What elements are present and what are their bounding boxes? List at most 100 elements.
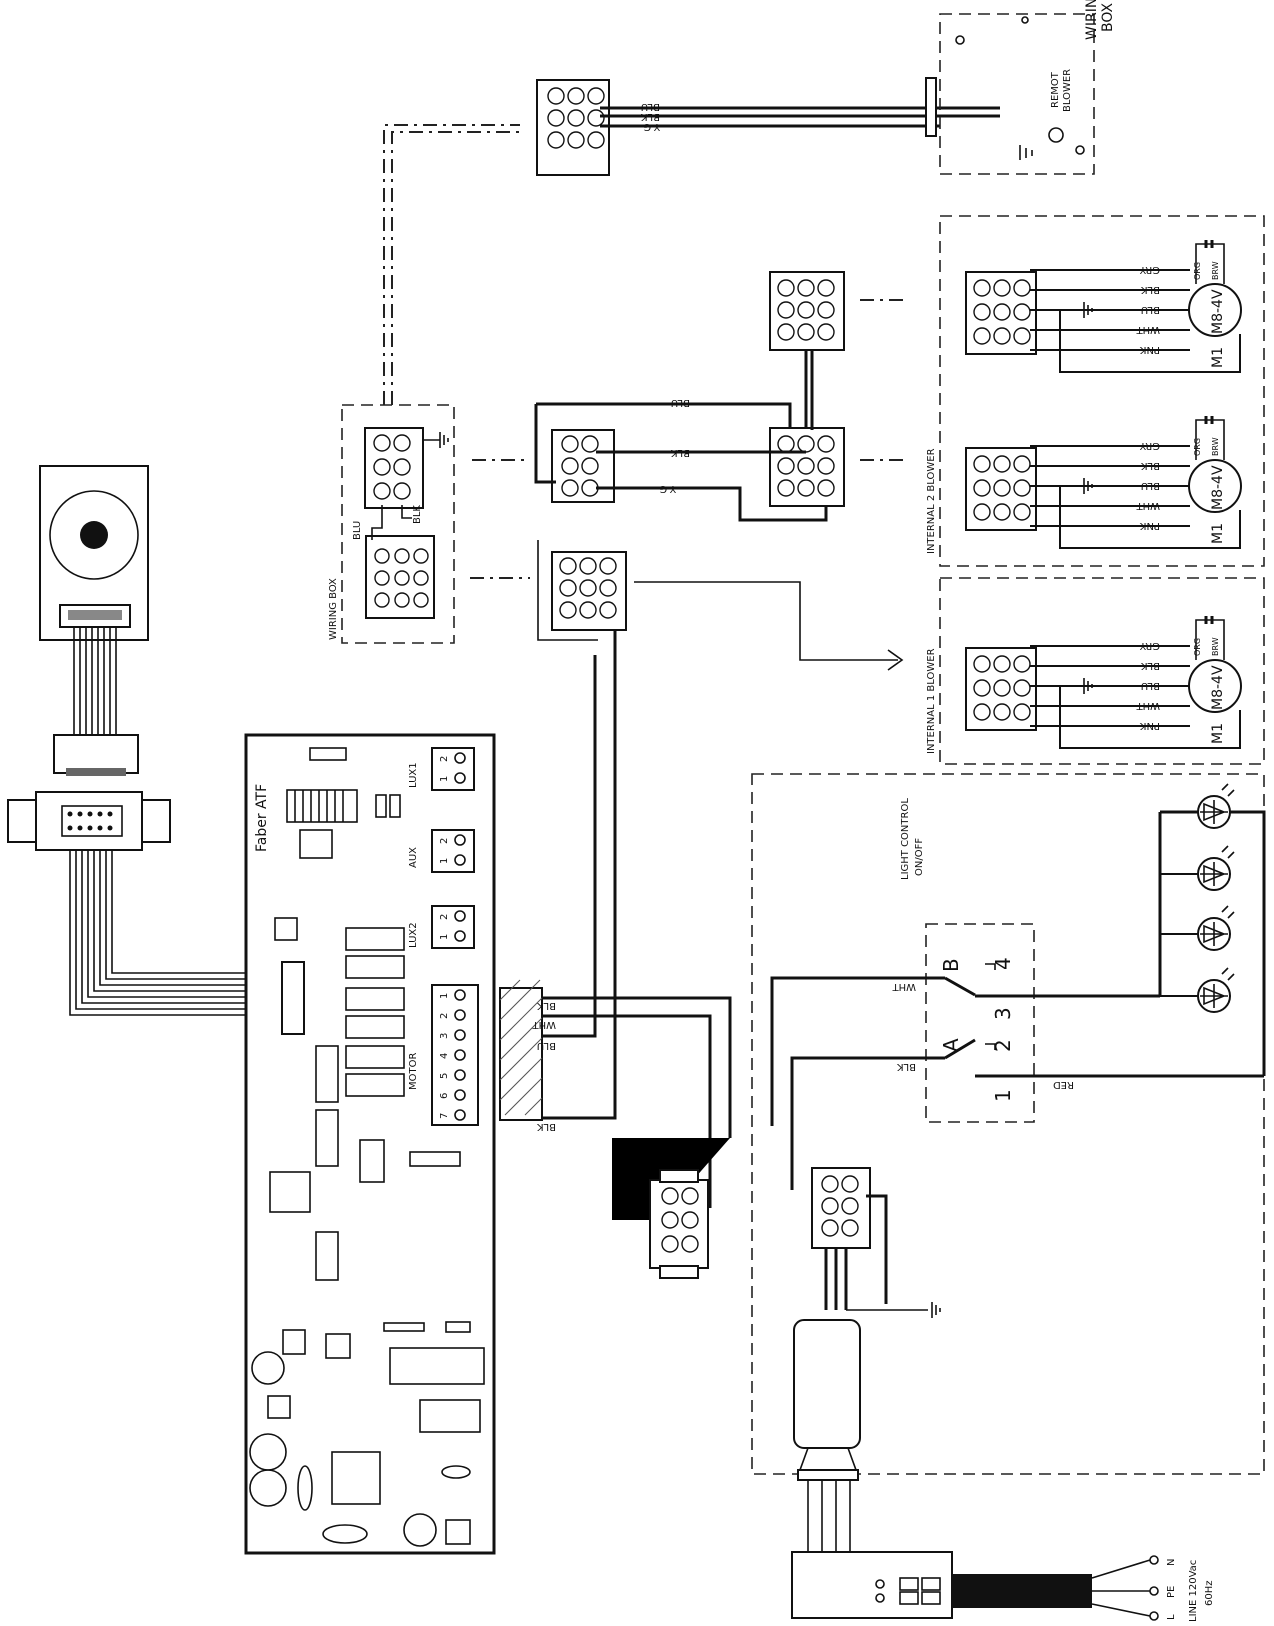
internal-2-blower-label: INTERNAL 2 BLOWER [926,448,937,554]
motor-wire-label: GRY [1139,640,1160,651]
motor-plug [499,987,543,1121]
connector-pin [973,479,991,497]
internal-2-blower-box [939,215,1265,567]
connector-pin [973,455,991,473]
connector-pin [993,679,1011,697]
motor-wire-label: BLU [1141,680,1160,691]
motor-terminal [431,984,479,1126]
motor-wire-label: GRY [1139,264,1160,275]
connector-pin [993,279,1011,297]
motor-model: M8-4V [1210,465,1226,510]
motor-wire-label: PNK [1139,344,1160,355]
remote-blower-lead [383,124,520,405]
control-panel [39,465,149,776]
wiring-box-left [341,404,455,644]
line-terminal-n: N [1166,1559,1177,1566]
remote-wire-blk: BLK [641,111,660,122]
capacitor-lead [1195,243,1225,284]
connector-pin [973,503,991,521]
aux-label: AUX [408,847,419,868]
connector-pin [1013,503,1031,521]
switch-wht-label: WHT [892,981,916,992]
middle-connector-6pin [551,429,615,503]
light-connector-6pin [811,1167,871,1249]
motor-pin-1: 1 [439,993,450,999]
motor-pin-4: 4 [439,1053,450,1059]
motor-model: M8-4V [1210,289,1226,334]
capacitor-label: BRW [1211,261,1220,280]
connector-pin [973,303,991,321]
aux-pin-2: 2 [439,838,450,844]
motor-wire-label: BLK [1141,460,1160,471]
line-filter [793,1319,861,1552]
motor-return-wire [1059,310,1241,373]
connector-pin [973,327,991,345]
capacitor-label: ORG [1193,262,1202,280]
lux1-label: LUX1 [408,762,419,788]
motor-pin-5: 5 [439,1073,450,1079]
led-lamp-4 [1160,967,1235,1013]
switch-b-label: B [939,958,963,972]
connector-pin [993,455,1011,473]
internal1-lead [634,581,898,661]
motor-return-wire [1059,486,1241,549]
motor-name: M1 [1210,523,1226,544]
motor-circle [1188,659,1242,713]
connector-pin [1013,703,1031,721]
remote-blower-label-2: BLOWER [1062,69,1073,112]
line-terminal-l: L [1166,1614,1177,1620]
wire-blk-label: BLK [537,1000,556,1011]
connector-pin [1013,279,1031,297]
internal-1-blower-label: INTERNAL 1 BLOWER [926,648,937,754]
line-terminal-pe: PE [1166,1586,1177,1598]
motor-circle [1188,283,1242,337]
connector-pin [973,703,991,721]
connector-pin [993,479,1011,497]
capacitor-label: BRW [1211,437,1220,456]
line-voltage-label: LINE 120Vac [1188,1560,1199,1622]
wiring-box-left-label: WIRING BOX [328,578,339,640]
lux2-terminal [431,905,475,949]
mid-wire-blu: BLU [671,397,690,408]
mid-wire-blk: BLK [671,447,690,458]
led-lamp-1 [1160,783,1235,829]
connector-pin [993,503,1011,521]
motor-pin-7: 7 [439,1113,450,1119]
capacitor-label: ORG [1193,438,1202,456]
line-frequency-label: 60Hz [1204,1581,1215,1607]
wiring-box-top-label-2: BOX [1100,3,1116,32]
connector-pin [993,327,1011,345]
motor-wire-label: PNK [1139,720,1160,731]
wiring-box-top-label-1: WIRING [1084,0,1100,40]
switch-red-label: RED [1053,1079,1074,1090]
motor-pin-6: 6 [439,1093,450,1099]
light-control-box [751,773,1265,1475]
wire-blk2-label: BLK [537,1121,556,1132]
mid-wire-yg: Y-G [659,483,677,494]
motor-return-wire [1059,686,1241,749]
capacitor-lead [1195,419,1225,460]
motor-circle [1188,459,1242,513]
connector-pin [1013,479,1031,497]
light-control-label-1: LIGHT CONTROL [900,798,911,880]
motor-model: M8-4V [1210,665,1226,710]
motor-wire-label: GRY [1139,440,1160,451]
upper-connector-9pin [769,271,845,351]
switch-terminal-1: 1 [991,1089,1015,1102]
motor-wire-label: BLU [1141,480,1160,491]
aux-terminal [431,829,475,873]
lux1-terminal [431,747,475,791]
wiring-box-top [939,13,1095,175]
motor-name: M1 [1210,347,1226,368]
remote-wire-yg: Y-G [643,121,661,132]
remote-blower-label-1: REMOT [1050,71,1061,108]
middle-connector-9pin-right [769,427,845,507]
switch-terminal-2: 2 [991,1039,1015,1052]
connector-pin [1013,679,1031,697]
connector-6pin-lower [612,1138,730,1279]
switch-blk-label: BLK [897,1061,916,1072]
connector-pin [973,655,991,673]
capacitor-lead [1195,619,1225,660]
